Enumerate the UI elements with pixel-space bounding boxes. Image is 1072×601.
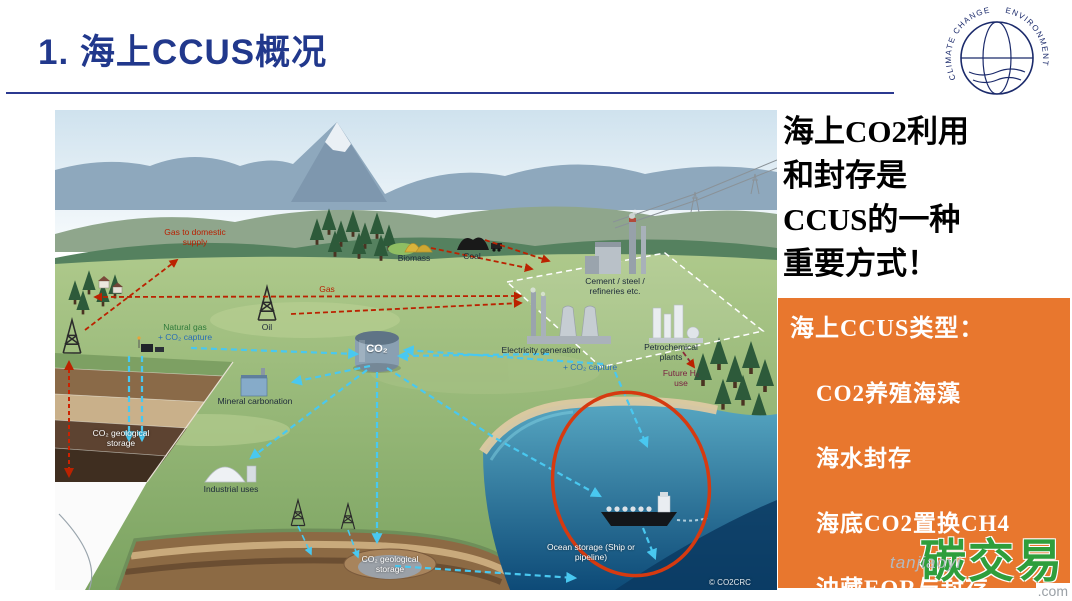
headline-line-4: 重要方式！ [783, 246, 938, 281]
list-item: 油藏EOR与封存 [816, 576, 989, 601]
headline-line-3: CCUS的一种 [783, 202, 961, 237]
cargo-ship-icon [601, 492, 708, 526]
petrochemical-plant [649, 304, 703, 343]
watermark-cn: 碳交易 [920, 535, 1064, 587]
ocean [479, 396, 777, 590]
logo-wave-2 [972, 76, 1022, 84]
page-title: 1. 海上CCUS概况 [38, 33, 328, 72]
logo-wave-1 [968, 68, 1026, 76]
coal-pile [457, 237, 502, 252]
underground-bottom [115, 528, 517, 590]
offshore-ccus-types-box: 海上CCUS类型： CO2养殖海藻 海水封存 海底CO2置换CH4 油藏EOR与… [778, 298, 1070, 601]
highlight-ellipse [550, 390, 712, 578]
list-item: 海水封存 [816, 446, 912, 471]
industrial-uses-building [204, 465, 257, 483]
types-box-title: 海上CCUS类型： [790, 316, 985, 342]
climate-environment-logo: CLIMATE CHANGE ENVIRONMENT [944, 6, 1049, 95]
fossil-fuel-arrows [84, 239, 696, 369]
mineral-carbonation-plant [240, 368, 268, 397]
title-underline [6, 92, 894, 94]
headline: 海上CO2利用 和封存是 CCUS的一种 重要方式！ [783, 110, 1071, 286]
underground-left [55, 353, 234, 483]
transmission-lines [612, 159, 777, 229]
co2-tank [353, 331, 401, 373]
diagram-illustration [55, 110, 777, 590]
watermark-latin: tanjiaoyi [890, 553, 962, 572]
gas-processing-station [137, 336, 164, 352]
list-item: 海底CO2置换CH4 [816, 511, 1010, 536]
power-plant [527, 287, 611, 344]
village-houses [98, 276, 123, 294]
co2-flow-arrows [123, 345, 657, 583]
watermark-domain: .com [1035, 583, 1070, 599]
headline-line-1: 海上CO2利用 [783, 114, 969, 149]
ccus-diagram: Gas to domestic supply Biomass Coal Gas … [55, 110, 777, 590]
cement-steel-plant [585, 209, 646, 274]
cutaway-curve [58, 513, 93, 590]
headline-line-2: 和封存是 [783, 158, 907, 193]
watermark: 碳交易 tanjiaoyi .com [880, 533, 1072, 599]
cutaway-edge [55, 482, 147, 590]
list-item: CO2养殖海藻 [816, 381, 961, 406]
biomass-pile [404, 243, 433, 253]
